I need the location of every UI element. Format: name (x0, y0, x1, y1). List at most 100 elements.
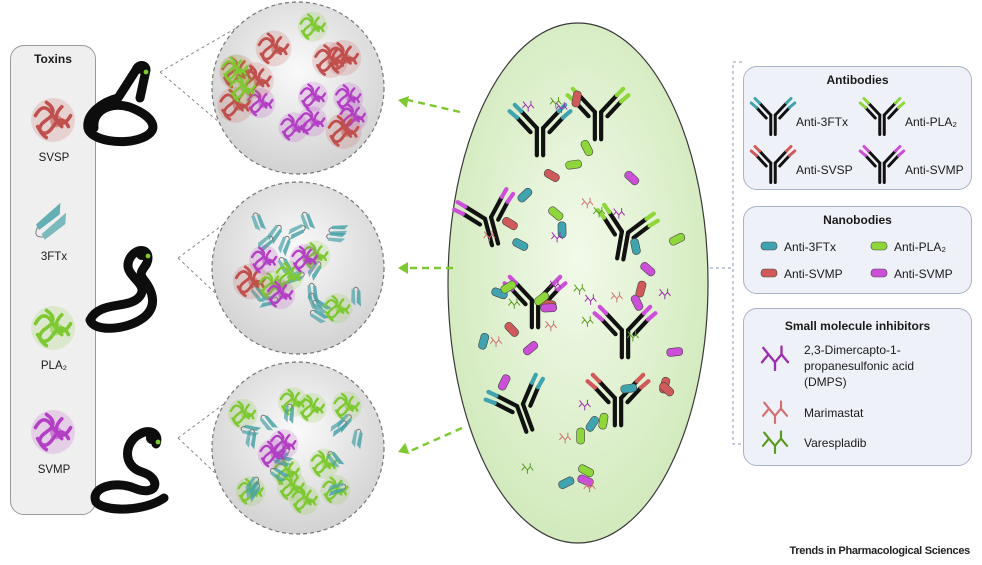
venom-pla2 (331, 391, 362, 422)
dashed-arrow (407, 98, 461, 114)
cocktail-nanobody (640, 262, 656, 277)
cocktail-nanobody (585, 415, 599, 432)
venom-3ftx (283, 403, 295, 424)
antibody-label-svmp: Anti-SVMP (905, 163, 964, 177)
cocktail-nanobody (624, 170, 640, 186)
venom-3ftx (309, 309, 330, 324)
venom-svsp (255, 30, 292, 67)
venom-svmp (265, 279, 296, 310)
cocktail-arrows (398, 96, 463, 455)
toxin-label-svmp: SVMP (37, 464, 71, 476)
venom-pla2 (227, 73, 258, 104)
cocktail-small-molecule (583, 481, 596, 493)
nanobody-label-svmp-magenta: Anti-SVMP (894, 267, 953, 281)
toxin-label-svsp: SVSP (38, 152, 70, 164)
cocktail-nanobody (517, 187, 533, 203)
cocktail-small-molecule (612, 207, 625, 219)
antibody-label-svsp: Anti-SVSP (796, 163, 853, 177)
dmps-molecule-icon (760, 345, 790, 372)
nanobody-label-svmp-red: Anti-SVMP (784, 267, 843, 281)
inhibitor-label-marimastat: Marimastat (804, 406, 864, 420)
arrow-head (398, 96, 409, 108)
venom-3ftx (351, 428, 363, 450)
cocktail-nanobody (669, 233, 686, 246)
cocktail-nanobody (557, 221, 567, 239)
cocktail-nanobody (500, 280, 517, 294)
venom-svsp (325, 112, 362, 149)
venom-pla2 (308, 448, 339, 479)
nanobody-3ftx-icon (760, 241, 778, 251)
cocktail-nanobody (540, 303, 558, 313)
antibody-label-3ftx: Anti-3FTx (796, 115, 849, 129)
cocktail-small-molecule (549, 96, 562, 108)
venom-3ftx (269, 467, 290, 482)
venom-3ftx (246, 482, 261, 503)
venom-sphere-2 (177, 181, 385, 355)
cocktail-small-molecule (573, 283, 586, 295)
cocktail-nanobody (666, 347, 684, 357)
nanobody-svmp-magenta-icon (870, 268, 888, 278)
cocktail-nanobody (578, 464, 595, 478)
cocktail-small-molecule (490, 336, 503, 348)
cocktail-nanobody (512, 238, 529, 251)
venom-3ftx (278, 235, 291, 257)
inhibitor-label-dmps: 2,3-Dimercapto-1- propanesulfonic acid (… (804, 342, 914, 390)
cocktail-nanobody (620, 383, 638, 394)
cocktail-nanobody (630, 294, 644, 311)
cocktail-nanobody (504, 322, 519, 337)
nanobody-pla2-icon (870, 241, 888, 251)
venom-svsp (325, 39, 362, 76)
antibodies-panel: Antibodies Anti-3FTx Anti-PLA₂ Anti-SVSP… (743, 66, 972, 190)
cocktail-small-molecule (521, 462, 534, 474)
venom-sphere-1 (159, 1, 385, 175)
cocktail-small-molecule (559, 432, 572, 444)
venom-3ftx (327, 482, 347, 497)
cocktail-nanobody (565, 159, 582, 170)
cocktail-nanobody (558, 476, 575, 489)
cocktail-small-molecule (626, 330, 639, 342)
nanobodies-panel: Nanobodies Anti-3FTx Anti-PLA₂ Anti-SVMP… (743, 206, 972, 294)
inhibitors-title: Small molecule inhibitors (784, 319, 931, 333)
cocktail-small-molecule (508, 298, 521, 309)
cocktail-small-molecule (593, 206, 606, 218)
antibody-pla2-icon (858, 97, 906, 136)
venom-3ftx (326, 451, 345, 468)
venom-svmp (245, 88, 276, 119)
cocktail-nanobody (478, 333, 490, 350)
dmps-line-3: (DMPS) (804, 375, 847, 389)
venom-3ftx (245, 476, 260, 497)
cocktail-antibody (592, 304, 658, 360)
antibody-svsp-icon (749, 145, 797, 184)
cocktail-antibody (595, 202, 661, 262)
arrow-head (398, 442, 410, 455)
zoom-line (159, 3, 279, 73)
cocktail-nanobody (580, 139, 594, 157)
cocktail-small-molecule (581, 316, 594, 327)
nanobody-svmp-red-icon (760, 268, 778, 278)
cocktail-small-molecule (549, 280, 562, 291)
dmps-line-2: propanesulfonic acid (804, 359, 915, 373)
toxin-label-3ftx: 3FTx (40, 251, 68, 263)
cocktail-nanobody (571, 90, 582, 108)
venom-svmp (297, 106, 328, 137)
pla2-icon (31, 306, 75, 350)
venom-pla2 (297, 11, 328, 42)
toxins-title: Toxins (34, 52, 72, 66)
cocktail-small-molecule (584, 294, 597, 306)
cocktail-nanobody (577, 474, 594, 487)
cocktail-small-molecule (522, 100, 535, 112)
venom-3ftx (312, 299, 333, 314)
venom-pla2 (289, 484, 320, 515)
venom-3ftx (330, 419, 347, 437)
cocktail-small-molecule (581, 197, 594, 209)
antibodies-title: Antibodies (826, 73, 889, 87)
snake-cobra (85, 246, 157, 333)
cocktail-nanobody (543, 169, 560, 182)
varespladib-molecule-icon (761, 430, 789, 455)
venom-3ftx (307, 261, 322, 282)
venom-3ftx (326, 232, 347, 243)
venom-svsp (312, 42, 349, 79)
venom-3ftx (259, 414, 279, 431)
venom-sphere-3 (177, 361, 385, 535)
cocktail-small-molecule (555, 102, 568, 113)
